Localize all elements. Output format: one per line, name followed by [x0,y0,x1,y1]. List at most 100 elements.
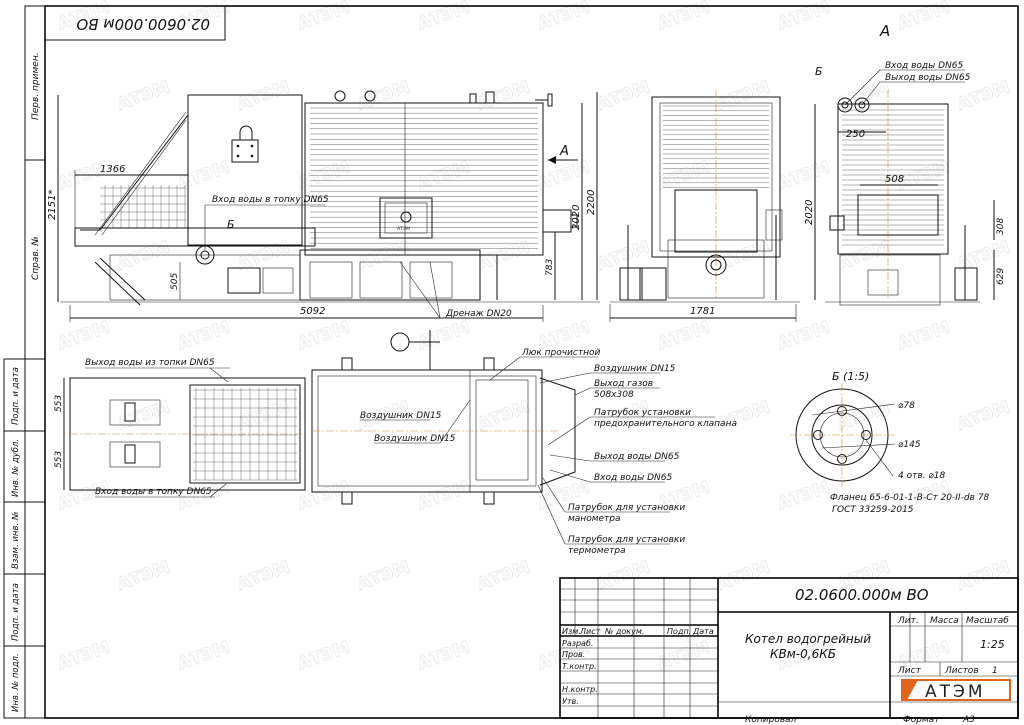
sheet-frame [3,5,1019,719]
left-strip: Перв. примен. Справ. № Подп. и дата Инв.… [11,52,41,712]
strip-sprav: Справ. № [31,236,41,280]
role-razrab: Разраб. [562,639,593,648]
tb-scale: 1:25 [980,638,1005,651]
watermark-text: АТЭМ [55,637,113,674]
section-mark-b-view-a: Б [815,65,823,78]
watermark-text: АТЭМ [235,397,293,434]
dim-hopper-1366: 1366 [100,164,125,175]
label-vent-2: Воздушник DN15 [374,434,456,444]
label-thermo-2: термометра [568,546,626,556]
watermark-text: АТЭМ [415,637,473,674]
col-list: Лист [579,627,601,636]
drawing-title-1: Котел водогрейный [745,632,871,646]
front-view: АТЭМ А Б [60,90,600,306]
watermark-text: АТЭМ [55,157,113,194]
watermark-text: АТЭМ [295,317,353,354]
watermark-text: АТЭМ [355,237,413,274]
label-out-from-tank: Выход воды из топки DN65 [85,358,215,368]
tb-lit: Лит. [897,616,919,626]
label-hatch: Люк прочистной [521,348,600,358]
watermark-text: АТЭМ [115,237,173,274]
dim-250: 250 [846,129,865,140]
watermark-text: АТЭМ [235,77,293,114]
view-a-label: А [879,22,890,40]
watermark-text: АТЭМ [955,557,1013,594]
dim-783: 783 [545,259,555,276]
watermark-text: АТЭМ [835,77,893,114]
strip-inv-podl: Инв. № подл. [11,653,21,712]
watermark-text: АТЭМ [655,637,713,674]
title-block [559,577,1019,719]
detail-b-label: Б (1:5) [832,370,869,383]
label-inlet-tank-front: Вход воды в топку DN65 [212,195,329,205]
dim-height-2020: 2020 [571,205,582,230]
col-doc: № докум. [604,627,644,636]
tb-copied: Копировал [745,715,797,725]
watermark-text: АТЭМ [175,637,233,674]
front-louvers [310,107,538,249]
label-gas-out: Выход газов [594,379,653,389]
logo-text: АТЭМ [925,682,986,702]
label-manometer-1: Патрубок для установки [568,503,685,513]
watermark-text: АТЭМ [595,237,653,274]
tb-sheet: Лист [897,666,922,676]
view-a-outlet: Выход воды DN65 [885,73,971,83]
watermark-text: АТЭМ [655,157,713,194]
watermark-text: АТЭМ [715,77,773,114]
plan-view: 553 553 Выход воды из топки DN65 Вход во… [54,330,737,556]
door-brand-label: АТЭМ [396,226,410,232]
dim-553-top: 553 [54,395,64,412]
col-data: Дата [692,627,714,636]
watermark-text: АТЭМ [355,557,413,594]
drawing-code: 02.0600.000м ВО [795,586,929,604]
detail-d145: ⌀145 [898,440,921,450]
watermark-text: АТЭМ [535,157,593,194]
watermark-text: АТЭМ [235,557,293,594]
label-water-in: Вход воды DN65 [594,473,672,483]
role-utv: Утв. [562,697,579,706]
role-nkontr: Н.контр. [562,685,598,694]
strip-perv-primen: Перв. примен. [31,52,41,120]
company-logo: АТЭМ [901,679,1011,702]
strip-vzam-inv: Взам. инв. № [11,511,21,569]
watermark-text: АТЭМ [415,317,473,354]
dim-508: 508 [885,174,904,185]
watermark-text: АТЭМ [115,557,173,594]
watermark-text: АТЭМ [475,397,533,434]
front-dimensions: 5092 1366 2151* 2020 2200 783 505 Вход в… [47,92,598,322]
watermark-text: АТЭМ [895,317,953,354]
strip-podp-data-2: Подп. и дата [11,583,21,641]
watermark-text: АТЭМ [475,237,533,274]
label-manometer-2: манометра [568,514,621,524]
watermark-text: АТЭМ [295,637,353,674]
watermark-text: АТЭМ [355,77,413,114]
watermark-text: АТЭМ [415,157,473,194]
role-tkontr: Т.контр. [562,662,597,671]
col-podp: Подп. [667,627,691,636]
label-in-to-tank: Вход воды в топку DN65 [95,487,212,497]
dim-view-a-2020: 2020 [804,200,815,225]
detail-holes: 4 отв. ⌀18 [898,471,946,481]
label-gas-size: 508х308 [594,390,634,400]
tb-format-value: А3 [962,715,975,725]
dim-width-5092: 5092 [300,306,325,317]
drawing-title-2: КВм-0,6КБ [770,647,836,661]
watermark-text: АТЭМ [715,397,773,434]
strip-podp-data-1: Подп. и дата [11,367,21,425]
detail-b: Б (1:5) ⌀78 ⌀145 4 отв. ⌀18 Фланец 65-6-… [790,370,989,515]
watermark-text: АТЭМ [475,557,533,594]
watermark-text: АТЭМ [775,157,833,194]
detail-note-2: ГОСТ 33259-2015 [832,505,914,515]
view-a: 2020 508 250 308 629 Вход воды DN65 Выхо… [804,61,1006,306]
section-mark-b: Б [227,218,235,231]
watermark-text: АТЭМ [955,397,1013,434]
watermark-text: АТЭМ [175,157,233,194]
col-izm: Изм. [562,627,581,636]
watermark-text: АТЭМ [715,557,773,594]
watermark-text: АТЭМ [295,157,353,194]
watermark-text: АТЭМ [655,317,713,354]
tb-scale-header: Масштаб [966,616,1009,626]
label-drain: Дренаж DN20 [445,309,512,319]
